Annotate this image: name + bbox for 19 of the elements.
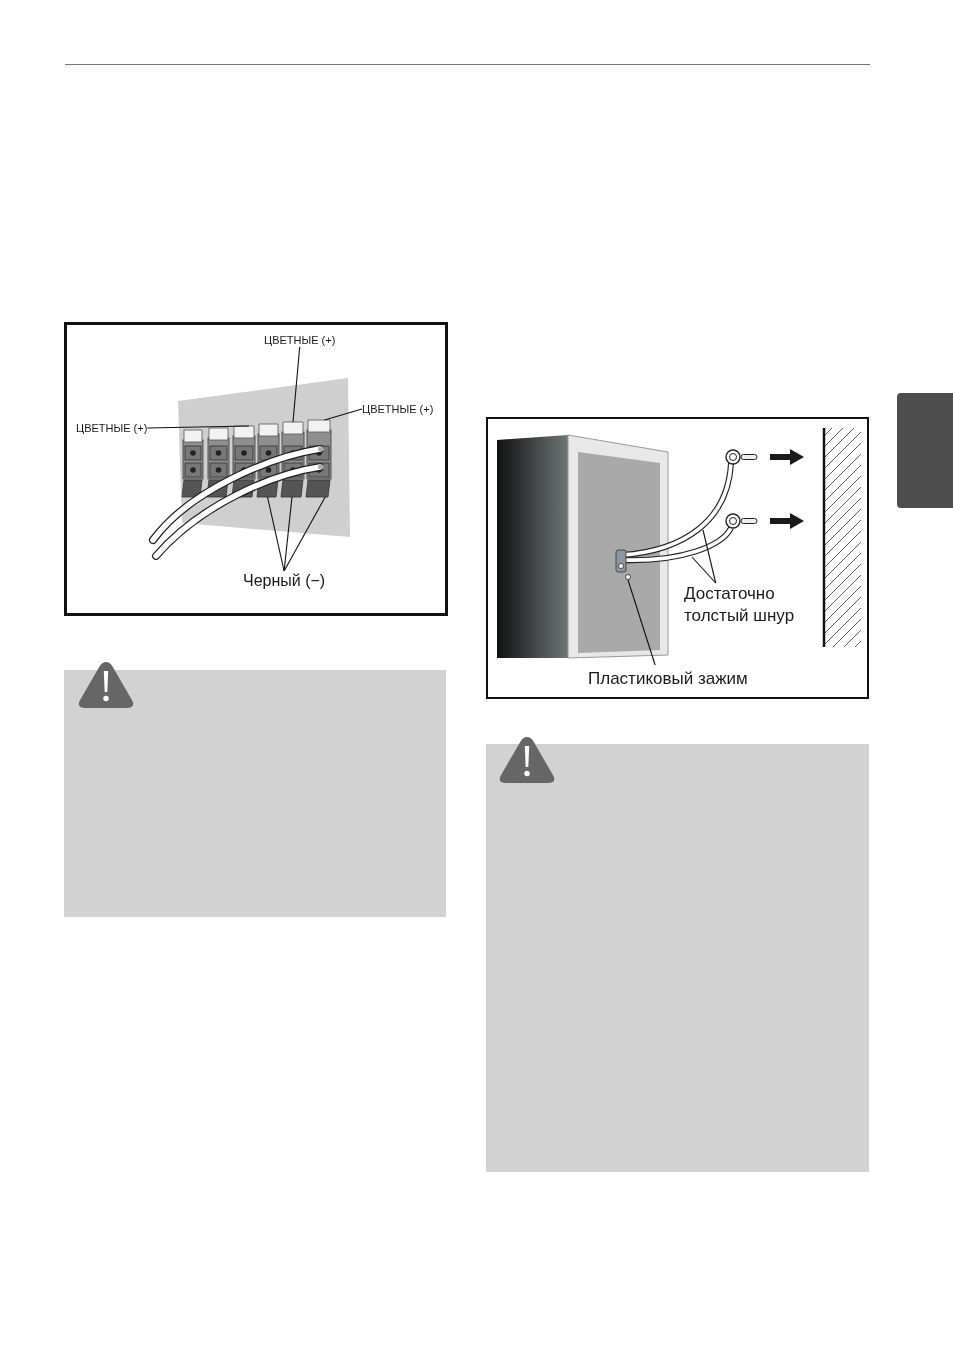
part-label: ЦВЕТНЫЕ (+): [76, 421, 148, 435]
leader-line: [146, 425, 250, 429]
leader-line: [283, 496, 293, 572]
leader-line: [323, 408, 363, 421]
part-label: Черный (−): [243, 571, 326, 591]
figure-frame: [486, 417, 869, 699]
terminal-tab: [282, 421, 304, 435]
part-label: Пластиковый зажим: [588, 665, 748, 689]
part-label: ЦВЕТНЫЕ (+): [264, 333, 336, 347]
leader-line: [283, 496, 326, 572]
leader-line: [266, 496, 285, 572]
leader-line: [702, 529, 717, 584]
leader-line: [691, 556, 717, 584]
part-label: ЦВЕТНЫЕ (+): [362, 402, 434, 416]
part-label: Достаточно толстый шнур: [684, 583, 816, 627]
terminal-tab: [307, 419, 331, 433]
section-tab: [897, 393, 953, 508]
leader-line: [292, 346, 301, 423]
figure-frame: [64, 322, 448, 616]
